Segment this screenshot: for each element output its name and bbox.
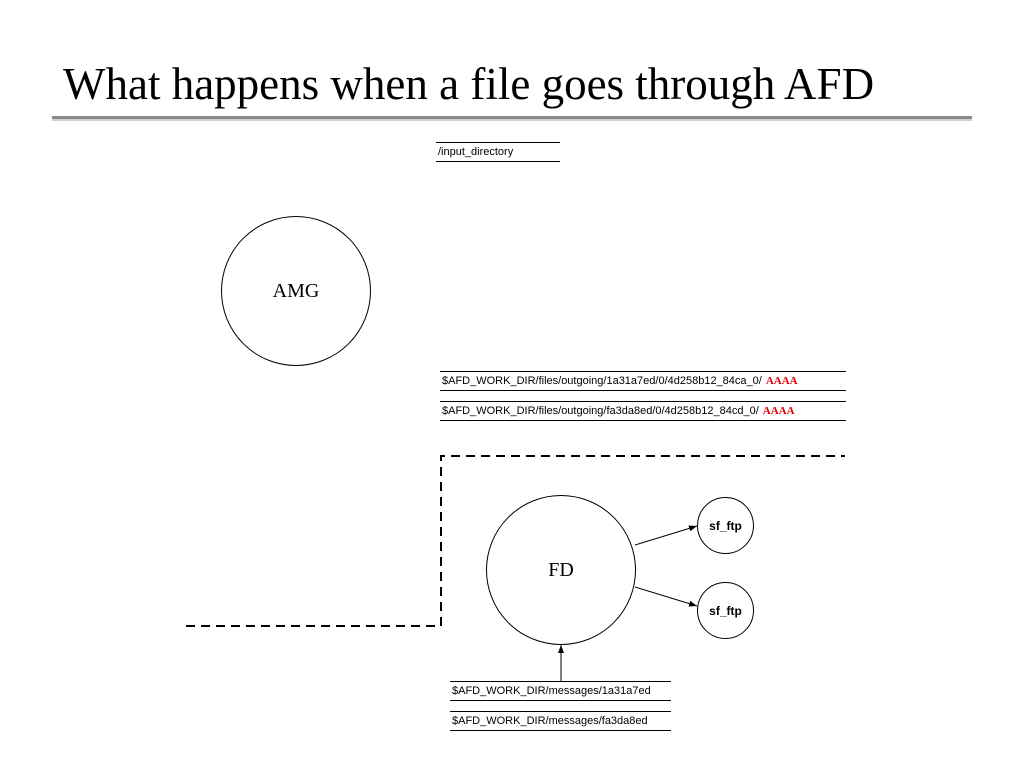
dashed-boundary: [186, 455, 845, 627]
sf-ftp-label-1: sf_ftp: [709, 518, 742, 533]
amg-label: AMG: [272, 279, 320, 302]
fd-to-sftp-arrow-2: [634, 586, 698, 607]
outgoing-path-2: $AFD_WORK_DIR/files/outgoing/fa3da8ed/0/…: [442, 405, 759, 417]
message-path-2: $AFD_WORK_DIR/messages/fa3da8ed: [452, 715, 648, 727]
input-directory-label: /input_directory: [438, 146, 514, 158]
sf-ftp-node-2: sf_ftp: [697, 582, 754, 639]
message-path-1: $AFD_WORK_DIR/messages/1a31a7ed: [452, 685, 651, 697]
message-store-2: $AFD_WORK_DIR/messages/fa3da8ed: [450, 711, 671, 731]
outgoing-path-1: $AFD_WORK_DIR/files/outgoing/1a31a7ed/0/…: [442, 375, 762, 387]
sf-ftp-node-1: sf_ftp: [697, 497, 754, 554]
slide-title: What happens when a file goes through AF…: [63, 59, 875, 109]
outgoing-store-1: $AFD_WORK_DIR/files/outgoing/1a31a7ed/0/…: [440, 371, 846, 391]
title-divider: [52, 116, 972, 121]
fd-to-sftp-arrow-1: [634, 525, 698, 546]
sf-ftp-label-2: sf_ftp: [709, 603, 742, 618]
outgoing-file-2: AAAA: [762, 405, 795, 417]
fd-node: FD: [486, 495, 636, 645]
amg-node: AMG: [221, 216, 371, 366]
outgoing-file-1: AAAA: [765, 375, 798, 387]
input-directory-store: /input_directory: [436, 142, 560, 162]
message-store-1: $AFD_WORK_DIR/messages/1a31a7ed: [450, 681, 671, 701]
fd-label: FD: [548, 558, 574, 581]
outgoing-store-2: $AFD_WORK_DIR/files/outgoing/fa3da8ed/0/…: [440, 401, 846, 421]
